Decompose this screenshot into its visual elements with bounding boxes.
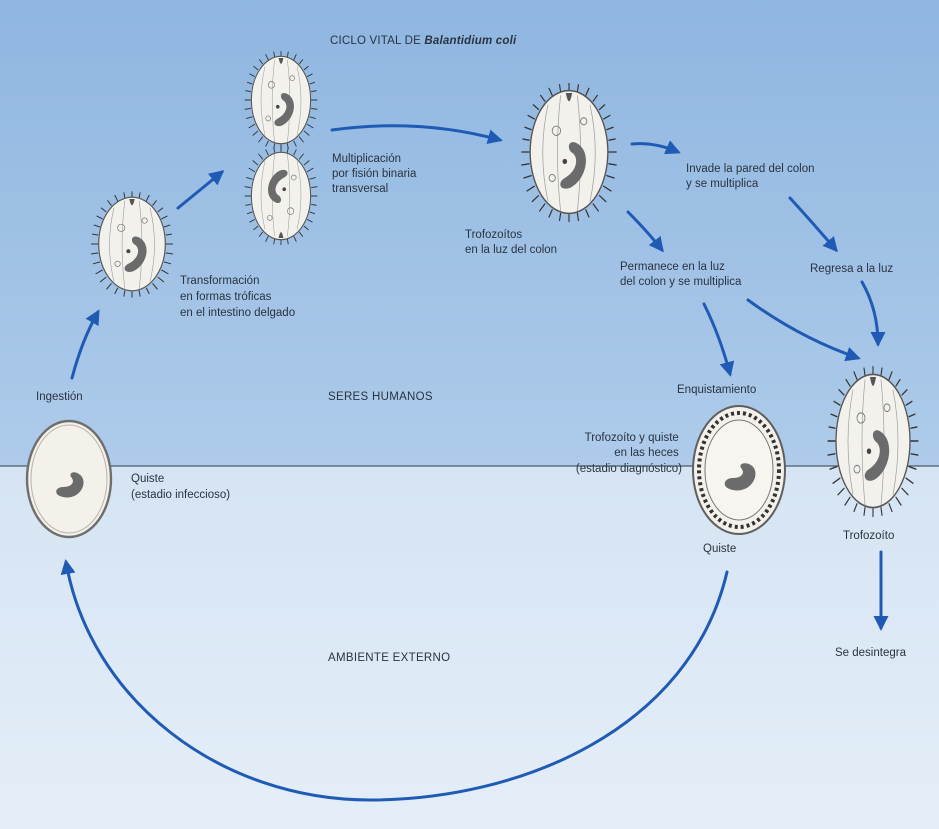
label-returns-lumen: Regresa a la luz (810, 263, 893, 275)
diagram-title: CICLO VITAL DE Balantidium coli (330, 35, 517, 47)
label-trophozoite: Trofozoíto (843, 530, 894, 542)
zone-label-external: AMBIENTE EXTERNO (328, 652, 450, 664)
label-cyst: Quiste (703, 543, 736, 555)
infective-cyst-illustration (27, 421, 111, 537)
label-disintegrates: Se desintegra (835, 647, 907, 659)
label-ingestion: Ingestión (36, 391, 83, 403)
label-encystment: Enquistamiento (677, 384, 756, 396)
external-zone-background (0, 466, 939, 829)
encysting-cyst-illustration (693, 406, 785, 534)
zone-label-human: SERES HUMANOS (328, 391, 433, 403)
